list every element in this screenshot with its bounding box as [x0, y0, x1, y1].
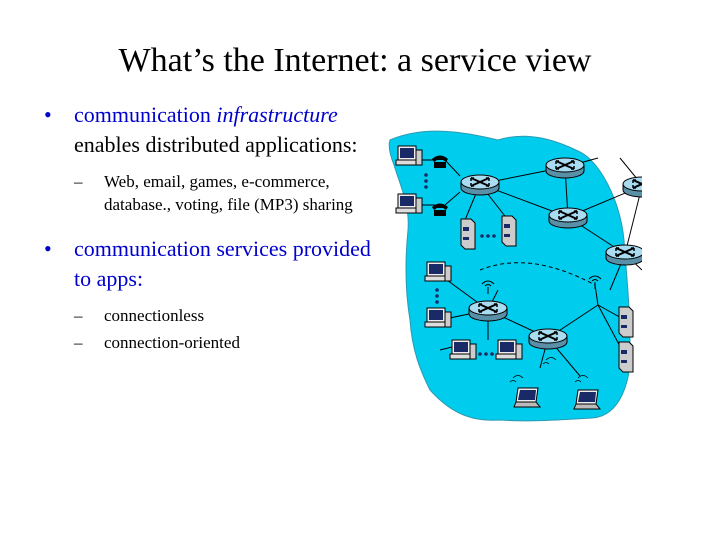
server-icon	[501, 215, 517, 247]
router-icon	[545, 157, 585, 179]
wireless-signal-marks	[509, 357, 589, 383]
bullet-dot: •	[44, 102, 52, 127]
router-icon	[622, 176, 642, 198]
laptop-icon	[513, 387, 541, 408]
sub-bullet-apps: – Web, email, games, e-commerce, databas…	[20, 170, 380, 216]
router-icon	[528, 328, 568, 350]
router-icon	[605, 244, 642, 266]
dash: –	[74, 306, 83, 325]
sub-bullet-2-text: connectionless	[104, 306, 205, 325]
network-cloud	[388, 130, 631, 422]
bullet-list: • communication infrastructure enables d…	[20, 100, 380, 362]
sub-bullet-1-text: Web, email, games, e-commerce, database.…	[104, 172, 353, 214]
ellipsis-dots	[424, 173, 496, 356]
laptop-icon	[573, 389, 601, 410]
router-icon	[460, 174, 500, 196]
sub-bullet-3-text: connection-oriented	[104, 333, 240, 352]
bullet-2-text: communication services provided to apps:	[74, 236, 371, 291]
sub-bullet-connectionless: – connectionless	[20, 304, 380, 327]
dash: –	[74, 333, 83, 352]
bullet-1-rest: enables distributed applications:	[74, 132, 358, 157]
bullet-dot: •	[44, 236, 52, 261]
bullet-1-prefix: communication	[74, 102, 217, 127]
slide-title: What’s the Internet: a service view	[118, 42, 592, 79]
bullet-1-emphasis: infrastructure	[216, 102, 338, 127]
server-icon	[460, 218, 476, 250]
router-icon	[468, 300, 508, 322]
bullet-infrastructure: • communication infrastructure enables d…	[20, 100, 380, 160]
router-icon	[548, 207, 588, 229]
server-icon	[618, 306, 634, 338]
dash: –	[74, 172, 83, 191]
sub-bullet-connection-oriented: – connection-oriented	[20, 331, 380, 354]
server-icon	[618, 341, 634, 373]
network-diagram	[388, 130, 642, 422]
bullet-services: • communication services provided to app…	[20, 234, 380, 294]
